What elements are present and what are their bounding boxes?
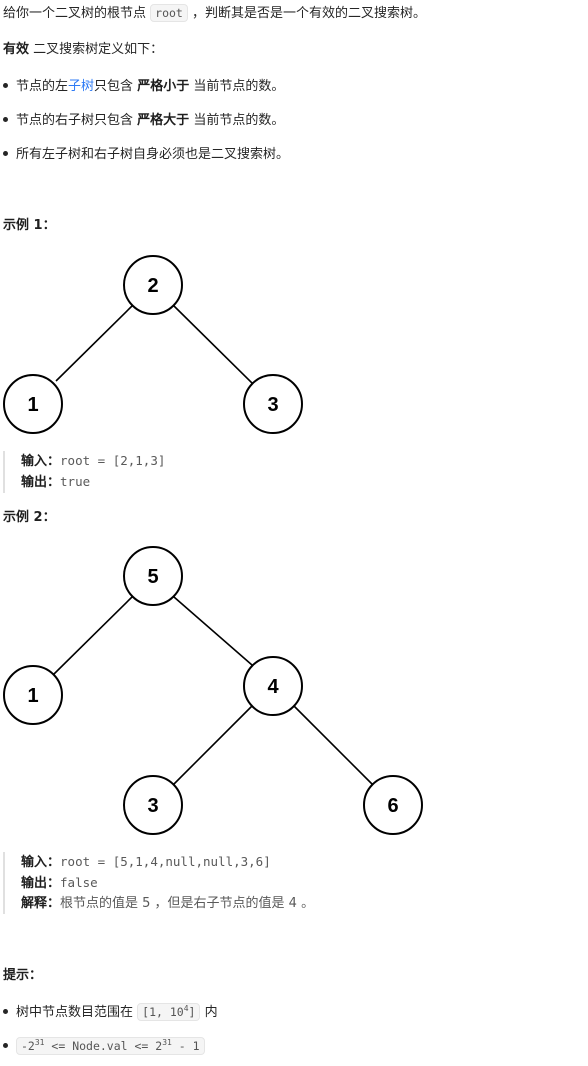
root-code: root (150, 4, 188, 22)
input-value: root = [5,1,4,null,null,3,6] (60, 854, 271, 869)
rule-item-1: 节点的左子树只包含 严格小于 当前节点的数。 (3, 77, 284, 97)
rule-bold: 严格小于 (137, 79, 190, 94)
example1-title: 示例 1： (3, 218, 56, 233)
hint-item-1: 树中节点数目范围在 [1, 104] 内 (3, 1003, 218, 1023)
tree-node (123, 255, 183, 315)
code-part: ] (188, 1005, 196, 1019)
node-val-range-code: -231 <= Node.val <= 231 - 1 (16, 1037, 205, 1055)
tree-node (363, 775, 423, 835)
code-sup: 31 (34, 1038, 45, 1048)
node-value: 5 (147, 566, 158, 588)
node-count-range-code: [1, 104] (137, 1003, 201, 1021)
code-part: <= Node.val <= 2 (44, 1039, 163, 1053)
tree-node (243, 374, 303, 434)
hints-title: 提示： (3, 968, 43, 983)
node-value: 3 (267, 394, 278, 416)
bullet-icon (3, 1009, 8, 1014)
explain-value: 根节点的值是 5 ，但是右子节点的值是 4 。 (60, 896, 315, 911)
input-label: 输入： (21, 454, 61, 469)
input-value: root = [2,1,3] (60, 453, 166, 468)
tree-node (123, 775, 183, 835)
node-value: 4 (267, 676, 279, 698)
output-value: false (60, 875, 98, 890)
example2-io-block: 输入：root = [5,1,4,null,null,3,6] 输出：false… (3, 852, 561, 914)
subtree-link[interactable]: 子树 (68, 79, 95, 94)
node-value: 6 (387, 795, 398, 817)
node-value: 1 (27, 685, 38, 707)
output-value: true (60, 474, 91, 489)
tree-node (3, 665, 63, 725)
example2-title: 示例 2： (3, 510, 56, 525)
definition-text: 二叉搜索树定义如下： (33, 42, 164, 57)
rule-text: 节点的左 (16, 79, 69, 94)
intro-suffix: ，判断其是否是一个有效的二叉搜索树。 (192, 6, 427, 21)
example2-tree-diagram: 5 1 4 3 6 (3, 546, 423, 835)
output-label: 输出： (21, 475, 61, 490)
bullet-icon (3, 83, 8, 88)
tree-node (3, 374, 63, 434)
hint-item-2: -231 <= Node.val <= 231 - 1 (3, 1037, 205, 1057)
rule-item-3: 所有左子树和右子树自身必须也是二叉搜索树。 (3, 145, 289, 165)
code-part: [1, 10 (142, 1005, 184, 1019)
tree-node (123, 546, 183, 606)
code-part: - 1 (171, 1039, 200, 1053)
tree-edge (173, 305, 253, 384)
example1-tree-diagram: 2 1 3 (3, 255, 303, 434)
tree-edge (55, 305, 133, 382)
input-label: 输入： (21, 855, 61, 870)
tree-edge (293, 705, 373, 785)
hint-text: 内 (204, 1005, 218, 1020)
definition-line: 有效 二叉搜索树定义如下： (3, 40, 163, 60)
bullet-icon (3, 117, 8, 122)
tree-edge (173, 705, 253, 785)
code-part: -2 (21, 1039, 35, 1053)
rule-bold: 严格大于 (137, 113, 190, 128)
tree-edge (173, 596, 253, 666)
tree-edge (53, 596, 133, 675)
hint-text: 树中节点数目范围在 (16, 1005, 134, 1020)
explain-label: 解释： (21, 896, 61, 911)
node-value: 2 (147, 275, 158, 297)
bullet-icon (3, 1043, 8, 1048)
intro-text: 给你一个二叉树的根节点 (3, 6, 147, 21)
rule-text: 当前节点的数。 (193, 113, 285, 128)
node-value: 1 (27, 394, 38, 416)
code-sup: 31 (162, 1038, 172, 1048)
rule-text: 当前节点的数。 (193, 79, 285, 94)
example1-io-block: 输入：root = [2,1,3] 输出：true (3, 451, 561, 493)
output-label: 输出： (21, 876, 61, 891)
rule-text: 只包含 (94, 79, 134, 94)
code-sup: 4 (183, 1004, 189, 1014)
intro-paragraph: 给你一个二叉树的根节点 root ，判断其是否是一个有效的二叉搜索树。 (3, 4, 426, 24)
rule-item-2: 节点的右子树只包含 严格大于 当前节点的数。 (3, 111, 284, 131)
bullet-icon (3, 151, 8, 156)
definition-bold: 有效 (3, 42, 30, 57)
tree-node (243, 656, 303, 716)
node-value: 3 (147, 795, 158, 817)
rule-text: 所有左子树和右子树自身必须也是二叉搜索树。 (16, 147, 290, 162)
rule-text: 节点的右子树只包含 (16, 113, 134, 128)
